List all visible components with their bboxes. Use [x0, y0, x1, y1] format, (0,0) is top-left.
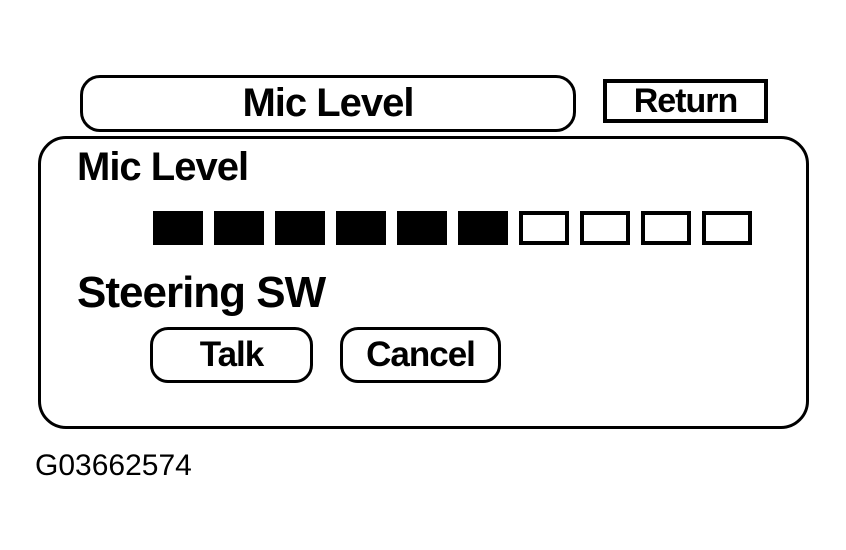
level-segment-filled [214, 211, 264, 245]
return-button[interactable]: Return [603, 79, 768, 123]
level-segment-filled [458, 211, 508, 245]
level-segment-filled [275, 211, 325, 245]
screen-title: Mic Level [242, 81, 414, 125]
level-segment-empty [702, 211, 752, 245]
talk-button-label: Talk [199, 335, 264, 374]
level-segment-empty [580, 211, 630, 245]
level-segment-filled [153, 211, 203, 245]
mic-level-meter [153, 211, 752, 245]
level-segment-empty [519, 211, 569, 245]
level-segment-filled [397, 211, 447, 245]
talk-button[interactable]: Talk [150, 327, 313, 383]
cancel-button-label: Cancel [366, 335, 476, 374]
steering-sw-label: Steering SW [77, 268, 326, 317]
mic-level-label: Mic Level [77, 145, 249, 189]
level-segment-empty [641, 211, 691, 245]
cancel-button[interactable]: Cancel [340, 327, 501, 383]
figure-id: G03662574 [35, 449, 192, 482]
main-panel: Mic Level Steering SW Talk Cancel [38, 136, 809, 429]
screen-title-bar: Mic Level [80, 75, 576, 132]
level-segment-filled [336, 211, 386, 245]
return-button-label: Return [633, 81, 739, 120]
